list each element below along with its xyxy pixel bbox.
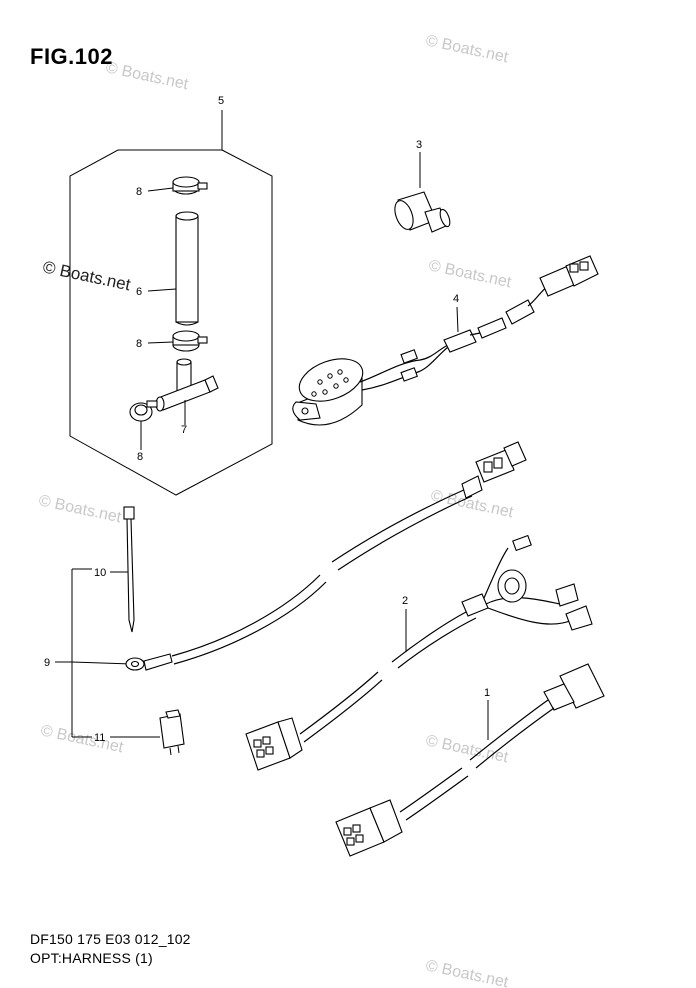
watermark: © Boats.net: [424, 957, 510, 988]
watermark: © Boats.net: [37, 492, 123, 526]
kit-outline-part-5: 5: [69, 95, 273, 496]
callout-6: 6: [136, 286, 142, 298]
figure-title: FIG.102: [30, 44, 113, 69]
harness-part-2: 2: [245, 534, 593, 771]
callout-1: 1: [484, 687, 490, 699]
watermark: © Boats.net: [427, 257, 513, 291]
watermark: © Boats.net: [41, 257, 132, 294]
watermark: © Boats.net: [39, 722, 125, 756]
callout-2: 2: [402, 595, 408, 607]
watermark: © Boats.net: [424, 732, 510, 766]
tee-joint-part-7: 7: [155, 358, 219, 436]
harness-part-1: 1: [335, 663, 605, 857]
callout-8c: 8: [137, 451, 143, 463]
callout-11: 11: [94, 732, 105, 744]
cable-tie-part-10: 10: [94, 506, 135, 633]
hose-part-6: 6: [136, 211, 199, 326]
watermark: © Boats.net: [424, 32, 510, 66]
callout-8a: 8: [136, 186, 142, 198]
fuse-part-11: [159, 709, 185, 756]
callout-bracket: 9 11: [44, 568, 160, 744]
footer-caption: OPT:HARNESS (1): [30, 950, 153, 966]
plug-part-3: 3: [394, 139, 451, 233]
buzzer-harness-part-4: 4: [292, 255, 599, 426]
callout-7: 7: [181, 424, 187, 436]
callout-4: 4: [453, 293, 459, 305]
callout-3: 3: [416, 139, 422, 151]
footer-code: DF150 175 E03 012_102: [30, 931, 191, 947]
buzzer-holes: [311, 369, 349, 397]
hose-clamp-bottom: 8: [129, 400, 158, 463]
hose-clamp-middle: 8: [136, 330, 208, 352]
callout-9: 9: [44, 657, 50, 669]
watermarks: © Boats.net © Boats.net © Boats.net © Bo…: [37, 32, 515, 988]
callout-5: 5: [218, 95, 224, 107]
ground-harness-part-9: [71, 441, 527, 671]
watermark: © Boats.net: [104, 59, 190, 93]
callout-8b: 8: [136, 338, 142, 350]
hose-clamp-top: 8: [136, 176, 208, 198]
callout-10: 10: [94, 567, 106, 579]
